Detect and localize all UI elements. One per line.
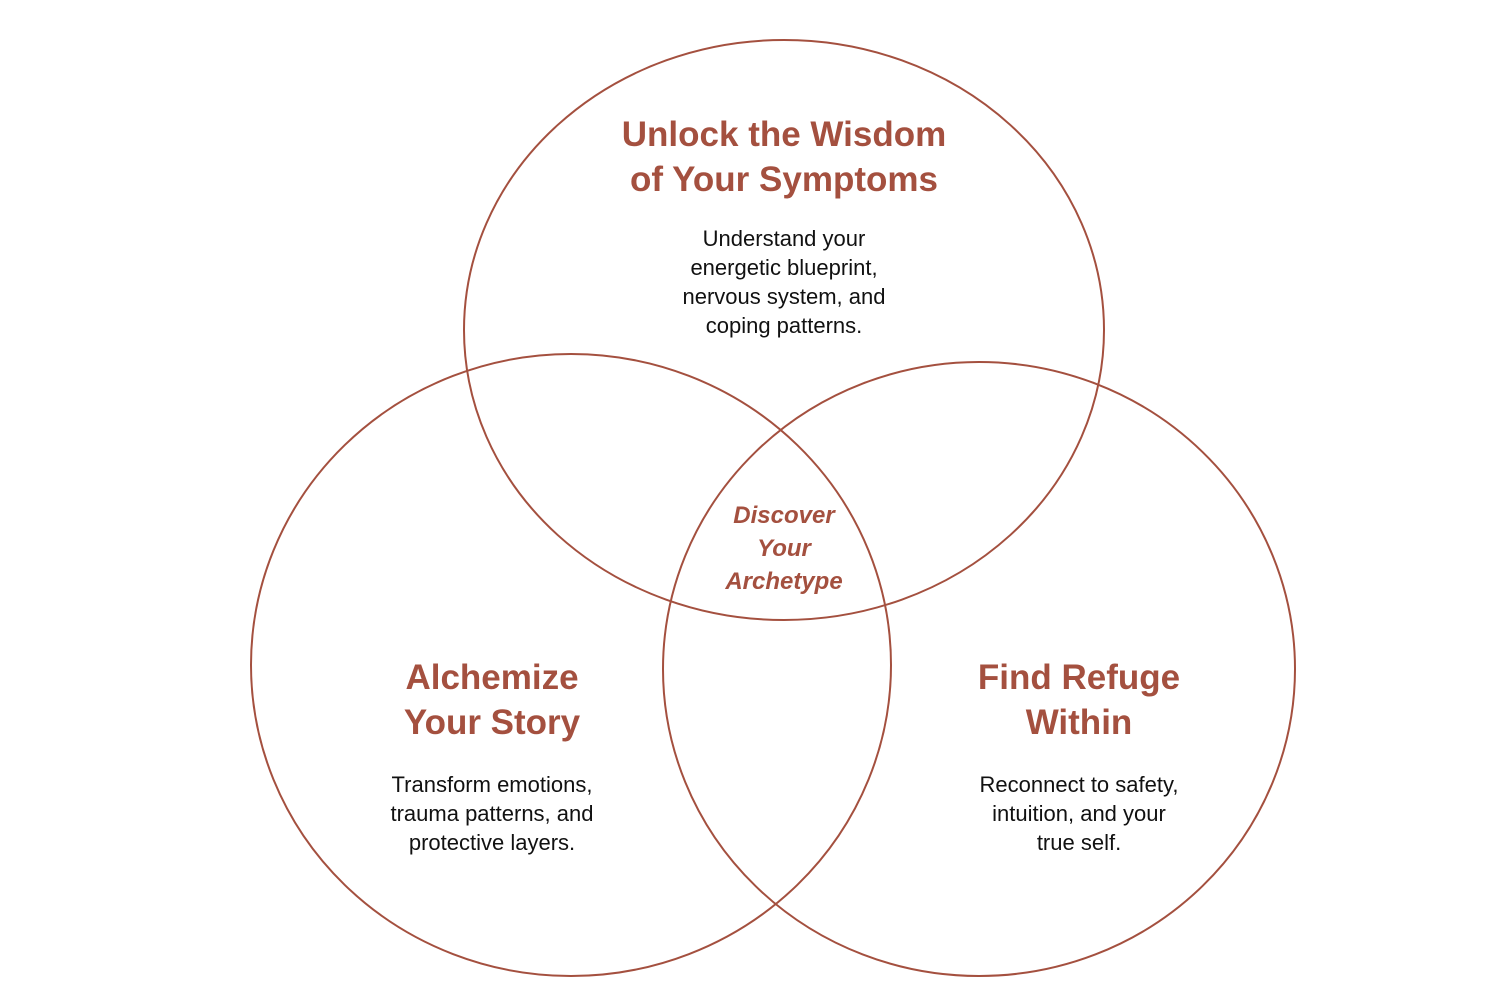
top-circle-title: Unlock the Wisdom of Your Symptoms (621, 115, 947, 199)
top-circle-description: Understand your energetic blueprint, ner… (682, 226, 886, 338)
left-circle-description: Transform emotions, trauma patterns, and… (390, 772, 594, 855)
right-circle-description: Reconnect to safety, intuition, and your… (979, 772, 1179, 855)
right-circle-title: Find Refuge Within (977, 658, 1181, 742)
top-circle (463, 39, 1105, 621)
left-circle-title: Alchemize Your Story (403, 658, 581, 742)
left-circle (250, 353, 892, 977)
right-circle (662, 361, 1296, 977)
center-intersection-label: Discover Your Archetype (725, 502, 843, 595)
